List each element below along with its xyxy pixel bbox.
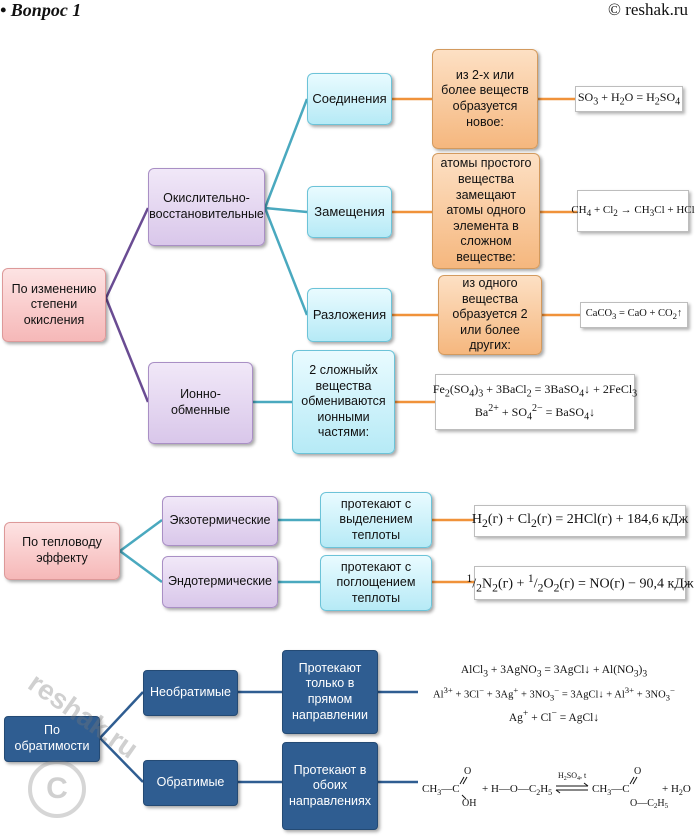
- svg-text:O: O: [464, 766, 471, 777]
- desc-reversible: Протекают в обоих направлениях: [282, 742, 378, 830]
- svg-text:CH3—C: CH3—C: [592, 783, 630, 797]
- watermark-copyright-icon: C: [28, 760, 86, 818]
- formula-decomposition: CaCO3 = CaO + CO2↑: [580, 302, 688, 328]
- svg-text:O: O: [634, 766, 641, 777]
- formula-ionic-exchange: Fe2(SO4)3 + 3BaCl2 = 3BaSO4↓ + 2FeCl3 Ba…: [433, 374, 637, 430]
- formula-exothermic: H2(г) + Cl2(г) = 2HCl(г) + 184,6 кДж: [472, 505, 688, 537]
- node-endothermic: Эндотермические: [162, 556, 278, 608]
- formula-substitution: CH4 + Cl2 → CH3Cl + HCl: [571, 190, 695, 232]
- svg-text:+ H—O—C2H5: + H—O—C2H5: [482, 783, 552, 797]
- desc-ionic-exchange: 2 сложныйх вещества обмениваются ионными…: [292, 350, 395, 454]
- root-reversibility: По обратимости: [4, 716, 100, 762]
- root-thermal-effect: По тепловоду эффекту: [4, 522, 120, 580]
- desc-decomposition: из одного вещества образуется 2 или боле…: [438, 275, 542, 355]
- formula-irreversible: AlCl3 + 3AgNO3 = 3AgCl↓ + Al(NO3)3 Al3+ …: [433, 664, 675, 724]
- desc-exothermic: протекают с выделением теплоты: [320, 492, 432, 548]
- node-reversible: Обратимые: [143, 760, 238, 806]
- svg-text:H2SO4, t: H2SO4, t: [558, 771, 587, 782]
- formula-reversible: CH3—C O OH + H—O—C2H5 H2SO4, t CH3—C O O…: [420, 758, 691, 812]
- svg-text:O—C2H5: O—C2H5: [630, 798, 669, 810]
- root-oxidation-state: По изменению степени окисления: [2, 268, 106, 342]
- formula-combination: SO3 + H2O = H2SO4: [575, 86, 683, 112]
- formula-endothermic: 1/2N2(г) + 1/2O2(г) = NO(г) − 90,4 кДж: [466, 566, 694, 600]
- node-irreversible: Необратимые: [143, 670, 238, 716]
- svg-text:+ H2O: + H2O: [662, 783, 691, 797]
- node-redox: Окислительно-восстановительные: [148, 168, 265, 246]
- node-ionic-exchange: Ионно-обменные: [148, 362, 253, 444]
- site-credit: © reshak.ru: [608, 0, 688, 19]
- node-combination: Соединения: [307, 73, 392, 125]
- desc-combination: из 2-х или более веществ образуется ново…: [432, 49, 538, 149]
- desc-substitution: атомы простого вещества замещают атомы о…: [432, 153, 540, 269]
- esterification-equation: CH3—C O OH + H—O—C2H5 H2SO4, t CH3—C O O…: [422, 766, 691, 810]
- node-exothermic: Экзотермические: [162, 496, 278, 546]
- node-substitution: Замещения: [307, 186, 392, 238]
- svg-text:OH: OH: [462, 798, 476, 809]
- node-decomposition: Разложения: [307, 288, 392, 342]
- question-title: • Вопрос 1: [0, 0, 82, 20]
- desc-irreversible: Протекают только в прямом направлении: [282, 650, 378, 734]
- svg-text:CH3—C: CH3—C: [422, 783, 460, 797]
- desc-endothermic: протекают с поглощением теплоты: [320, 555, 432, 611]
